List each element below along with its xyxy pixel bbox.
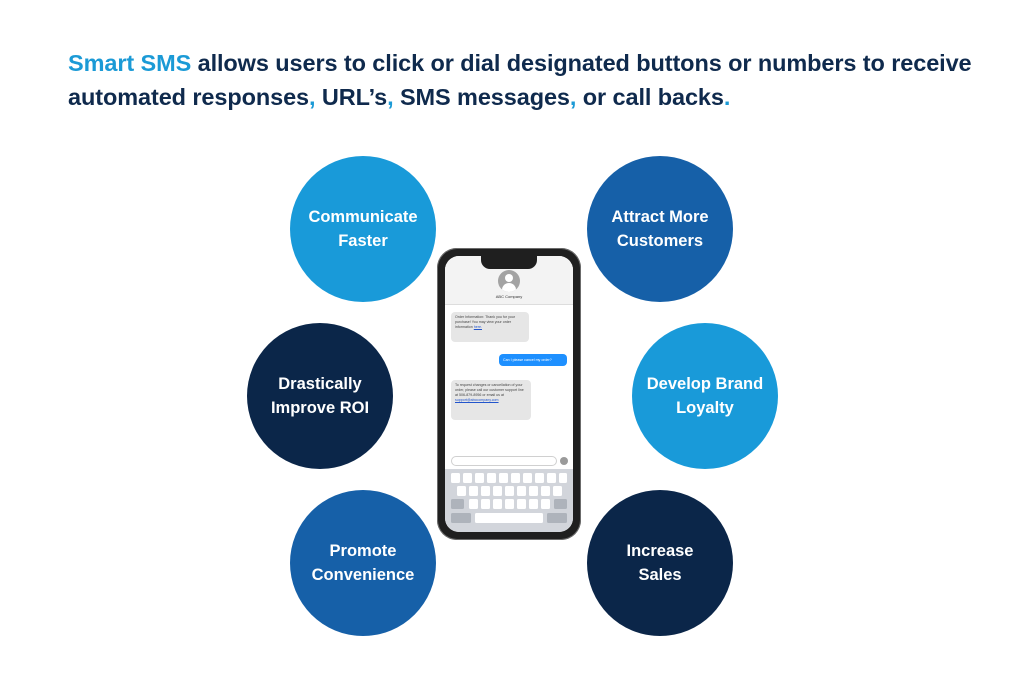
delete-key[interactable] <box>554 499 567 509</box>
headline-comma-2: , <box>387 84 394 110</box>
keyboard-key[interactable] <box>493 499 502 509</box>
phone-notch <box>481 256 537 269</box>
benefit-label-line1: Attract More <box>611 208 709 226</box>
keyboard-key[interactable] <box>547 473 556 483</box>
message-input[interactable] <box>451 456 557 466</box>
benefit-label-line2: Convenience <box>311 566 415 584</box>
headline-comma-3: , <box>569 84 577 110</box>
keyboard-key[interactable] <box>529 499 538 509</box>
keyboard-key[interactable] <box>499 473 508 483</box>
keyboard-key[interactable] <box>511 473 520 483</box>
keyboard-key[interactable] <box>493 486 502 496</box>
conversation-header: ABC Company <box>445 256 573 305</box>
keyboard-key[interactable] <box>535 473 544 483</box>
phone-screen: ABC Company Order Information: Thank you… <box>445 256 573 532</box>
number-key[interactable] <box>451 513 471 523</box>
keyboard-key[interactable] <box>463 473 472 483</box>
headline-text-1: allows users to click or dial designated… <box>68 50 972 110</box>
headline-comma-1: , <box>309 84 316 110</box>
headline-text-3: SMS messages <box>393 84 570 110</box>
keyboard-key[interactable] <box>457 486 466 496</box>
keyboard-key[interactable] <box>481 499 490 509</box>
keyboard-key[interactable] <box>553 486 562 496</box>
microphone-icon[interactable] <box>560 457 568 465</box>
benefit-label-line2: Customers <box>616 232 704 250</box>
contact-name: ABC Company <box>495 294 523 299</box>
benefit-label-line1: Develop Brand <box>646 375 764 393</box>
keyboard-key[interactable] <box>529 486 538 496</box>
keyboard-key[interactable] <box>475 473 484 483</box>
keyboard-key[interactable] <box>523 473 532 483</box>
shift-key[interactable] <box>451 499 464 509</box>
phone-mockup: ABC Company Order Information: Thank you… <box>437 248 581 540</box>
message-text: Order Information: Thank you for your pu… <box>455 315 516 329</box>
keyboard-key[interactable] <box>481 486 490 496</box>
message-text: To request changes or cancellation of yo… <box>455 383 524 397</box>
message-link[interactable]: support@abccompany.com <box>455 398 499 402</box>
benefit-label-line2: Improve ROI <box>270 399 370 417</box>
headline-brand: Smart SMS <box>68 50 192 76</box>
keyboard-key[interactable] <box>517 486 526 496</box>
headline-period: . <box>723 84 731 110</box>
benefit-label-line1: Communicate <box>308 208 418 226</box>
message-link[interactable]: here. <box>473 325 482 329</box>
keyboard-key[interactable] <box>487 473 496 483</box>
benefit-label-line2: Loyalty <box>676 399 734 417</box>
keyboard-key[interactable] <box>517 499 526 509</box>
return-key[interactable] <box>547 513 567 523</box>
keyboard-key[interactable] <box>469 499 478 509</box>
keyboard-key[interactable] <box>505 486 514 496</box>
headline-text-2: URL’s <box>315 84 388 110</box>
contact-avatar-icon <box>498 270 520 292</box>
message-text: Can I please cancel my order? <box>503 357 552 362</box>
keyboard-key[interactable] <box>559 473 567 483</box>
message-incoming: To request changes or cancellation of yo… <box>451 380 531 420</box>
headline: Smart SMS allows users to click or dial … <box>68 46 988 114</box>
message-incoming: Order Information: Thank you for your pu… <box>451 312 529 342</box>
on-screen-keyboard <box>445 469 573 532</box>
keyboard-key[interactable] <box>505 499 514 509</box>
message-outgoing: Can I please cancel my order? <box>499 354 567 366</box>
space-key[interactable] <box>475 513 543 523</box>
headline-text-4: or call backs <box>576 84 724 110</box>
keyboard-key[interactable] <box>541 486 550 496</box>
benefit-label-line2: Faster <box>338 232 388 250</box>
keyboard-key[interactable] <box>541 499 550 509</box>
benefit-label-line1: Drastically <box>278 375 362 393</box>
benefit-label-line1: Promote <box>329 542 397 560</box>
keyboard-key[interactable] <box>469 486 478 496</box>
benefit-label-line1: Increase <box>626 542 694 560</box>
keyboard-key[interactable] <box>451 473 460 483</box>
benefit-label-line2: Sales <box>638 566 682 584</box>
